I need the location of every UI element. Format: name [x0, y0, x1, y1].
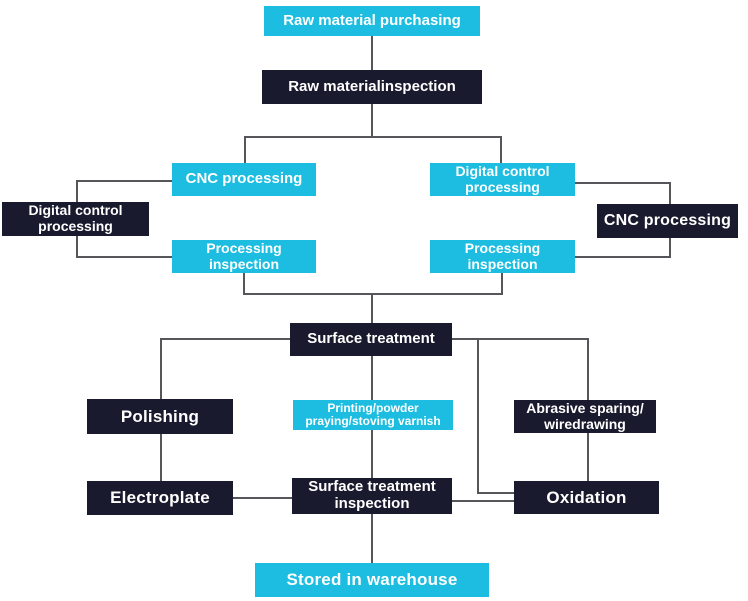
connector: [232, 497, 293, 499]
connector: [160, 433, 162, 482]
connector: [371, 36, 373, 72]
node-digital-control-processing-left: Digital control processing: [2, 202, 149, 236]
node-raw-material-purchasing: Raw material purchasing: [264, 6, 480, 36]
node-stored-in-warehouse: Stored in warehouse: [255, 563, 489, 597]
connector: [244, 136, 502, 138]
connector: [243, 273, 245, 295]
connector: [477, 492, 515, 494]
node-surface-treatment: Surface treatment: [290, 323, 452, 356]
connector: [160, 338, 162, 400]
connector: [371, 293, 373, 323]
connector: [452, 500, 515, 502]
node-surface-treatment-inspection: Surface treatment inspection: [292, 478, 452, 514]
node-polishing: Polishing: [87, 399, 233, 434]
connector: [501, 273, 503, 295]
connector: [477, 338, 479, 494]
node-digital-control-processing-right: Digital control processing: [430, 163, 575, 196]
node-electroplate: Electroplate: [87, 481, 233, 515]
node-cnc-processing-left: CNC processing: [172, 163, 316, 196]
connector: [243, 293, 503, 295]
connector: [371, 104, 373, 138]
connector: [160, 338, 292, 340]
connector: [575, 256, 671, 258]
node-processing-inspection-right: Processing inspection: [430, 240, 575, 273]
node-oxidation: Oxidation: [514, 481, 659, 514]
node-processing-inspection-left: Processing inspection: [172, 240, 316, 273]
node-abrasive-sparing-wiredrawing: Abrasive sparing/ wiredrawing: [514, 400, 656, 433]
connector: [76, 256, 172, 258]
connector: [371, 514, 373, 564]
connector: [575, 182, 671, 184]
node-printing-powder-spraying: Printing/powder praying/stoving varnish: [293, 400, 453, 430]
node-cnc-processing-right: CNC processing: [597, 204, 738, 238]
connector: [500, 136, 502, 164]
connector: [76, 180, 172, 182]
connector: [452, 338, 589, 340]
node-raw-material-inspection: Raw materialinspection: [262, 70, 482, 104]
connector: [244, 136, 246, 164]
